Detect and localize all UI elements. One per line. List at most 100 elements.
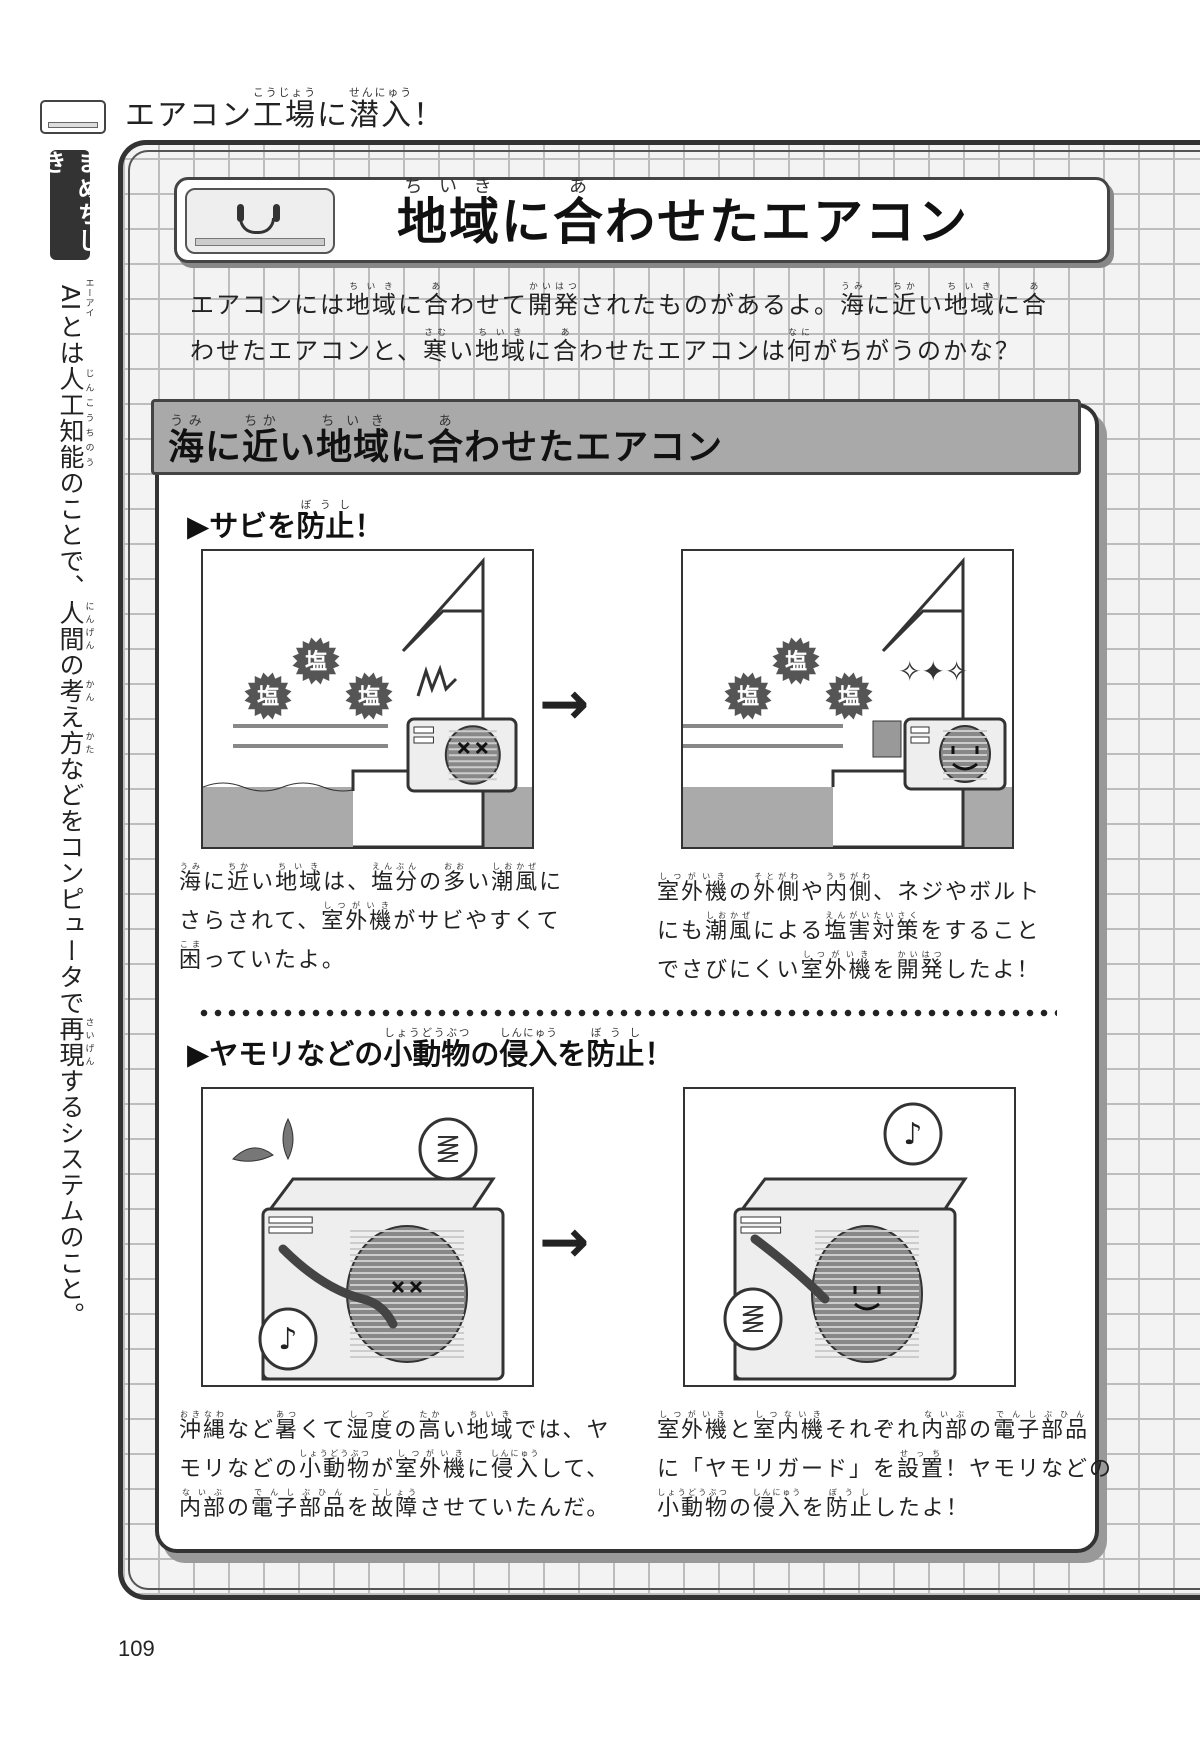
furigana-word: 地域ちいき (475, 328, 528, 365)
furigana-word: 開発かいはつ (896, 950, 945, 983)
caption-line: 海うみに近ちかい地域ちいきは、塩分えんぶんの多おおい潮風しおかぜに (179, 862, 563, 901)
text-segment: を (557, 1037, 587, 1071)
text-segment: わせたエアコン (605, 193, 969, 251)
furigana-word: 開発かいはつ (528, 282, 580, 319)
outdoor-unit (406, 717, 518, 793)
salt-burst: 塩 (244, 672, 292, 720)
text-segment: など (227, 1418, 276, 1443)
text-segment: して、 (539, 1457, 611, 1482)
frame-border (128, 150, 1200, 1590)
caption-line: に「ヤモリガード」を設置せっち！ヤモリなどの (657, 1449, 1113, 1488)
svg-text:塩: 塩 (838, 684, 860, 710)
text-segment: に (205, 427, 243, 468)
furigana-word: 室外機しつがいき (395, 1449, 468, 1482)
flexing-arm-icon (872, 720, 902, 758)
text-segment: されたものがあるよ。 (580, 291, 840, 319)
text-segment: エアコン (125, 98, 253, 133)
furigana-word: 潮風しおかぜ (491, 862, 540, 895)
furigana-word: 合あ (427, 414, 465, 468)
furigana-word: 小動物しょうどうぶつ (657, 1488, 730, 1521)
text-segment: を (801, 1496, 826, 1521)
furigana-word: 合あ (553, 176, 605, 251)
caption-line: モリなどの小動物しょうどうぶつが室外機しつがいきに侵入しんにゅうして、 (179, 1449, 610, 1488)
wind-lines (683, 724, 843, 748)
furigana-word: 侵入しんにゅう (499, 1027, 558, 1071)
speech-bubble: ♪ (258, 1307, 318, 1371)
svg-text:塩: 塩 (358, 684, 380, 710)
caption-line: 小動物しょうどうぶつの侵入しんにゅうを防止ぼうししたよ！ (657, 1488, 1113, 1527)
section-header: 海うみに近ちかい地域ちいきに合あわせたエアコン (151, 399, 1081, 475)
furigana-word: 合あ (553, 328, 580, 365)
illustration-protected-unit: 塩塩塩✧✦✧ (681, 549, 1014, 849)
text-segment: でさびにくい (657, 958, 801, 983)
text-segment: とは (56, 313, 85, 366)
coastal-ac-section: 海うみに近ちかい地域ちいきに合あわせたエアコン ▶サビを防止ぼうし！ 塩塩塩 →… (151, 399, 1111, 1553)
text-segment: に (398, 291, 424, 319)
text-segment: したよ！ (873, 1496, 970, 1521)
text-segment: の (470, 1037, 500, 1071)
smiling-air-conditioner-icon (185, 188, 335, 254)
furigana-word: 内側うちがわ (825, 872, 874, 905)
caption-line: 室外機しつがいきと室内機しつないきそれぞれ内部ないぶの電子部品でんしぶひん (657, 1410, 1113, 1449)
svg-text:塩: 塩 (737, 684, 759, 710)
text-segment: がサビやすくて (393, 909, 561, 934)
salt-burst: 塩 (345, 672, 393, 720)
sparkle-icon: ✧✦✧ (898, 655, 968, 688)
page-number: 109 (118, 1636, 155, 1661)
text-segment: に (203, 870, 228, 895)
caption-line: でさびにくい室外機しつがいきを開発かいはつしたよ！ (657, 950, 1041, 989)
salt-burst: 塩 (292, 637, 340, 685)
text-segment: い (442, 1418, 467, 1443)
furigana-word: 近ちか (892, 282, 918, 319)
furigana-word: 潮風しおかぜ (705, 911, 754, 944)
furigana-word: 多おお (443, 862, 468, 895)
text-segment: わせたエアコン (464, 427, 724, 468)
scene-drawing: 塩塩塩 (202, 557, 532, 849)
salt-burst: 塩 (772, 637, 820, 685)
furigana-word: 再現さいげん (56, 1015, 94, 1068)
furigana-word: 防止ぼうし (296, 499, 355, 543)
text-segment: などをコンピュータで (56, 755, 85, 1016)
caption-after: 室外機しつがいきの外側そとがわや内側うちがわ、ネジやボルト にも潮風しおかぜによ… (657, 872, 1041, 989)
text-segment: に (527, 337, 554, 365)
furigana-word: 小動物しょうどうぶつ (299, 1449, 372, 1482)
furigana-word: AIエーアイ (56, 278, 94, 318)
text-segment: わせて (450, 291, 528, 319)
furigana-word: 地域ちいき (466, 1410, 515, 1443)
topic-heading-gecko: ▶ヤモリなどの小動物しょうどうぶつの侵入しんにゅうを防止ぼうし！ (187, 1027, 673, 1073)
svg-text:塩: 塩 (785, 649, 807, 675)
salt-burst: 塩 (825, 672, 873, 720)
text-segment: に (866, 291, 892, 319)
speech-bubble (418, 1117, 478, 1181)
furigana-word: 困こま (179, 940, 204, 973)
furigana-word: 侵入しんにゅう (490, 1449, 541, 1482)
text-segment: や (801, 880, 826, 905)
furigana-word: 地域ちいき (944, 282, 996, 319)
text-segment: っていたよ。 (203, 948, 346, 973)
text-segment: にも (657, 919, 706, 944)
text-segment: と (729, 1418, 754, 1443)
text-segment: に (996, 291, 1022, 319)
furigana-word: 湿度しつど (346, 1410, 395, 1443)
outdoor-unit (903, 717, 1007, 791)
intro-line: エアコンには地域ちいきに合あわせて開発かいはつされたものがあるよ。海うみに近ちか… (190, 282, 1048, 320)
text-segment: に「ヤモリガード」を (657, 1457, 898, 1482)
text-segment: では、ヤ (514, 1418, 611, 1443)
text-segment: に (467, 1457, 492, 1482)
furigana-word: 海うみ (179, 862, 204, 895)
intro-line: わせたエアコンと、寒さむい地域ちいきに合あわせたエアコンは何なにがちがうのかな？ (190, 328, 1021, 366)
furigana-word: 内部ないぶ (921, 1410, 970, 1443)
text-segment: わせたエアコンと、 (190, 337, 424, 365)
furigana-word: 塩害対策えんがいたいさく (824, 911, 921, 944)
caption-before: 海うみに近ちかい地域ちいきは、塩分えんぶんの多おおい潮風しおかぜに さらされて、… (179, 862, 563, 979)
furigana-word: 地域ちいき (346, 282, 398, 319)
scene-drawing: ♪ (723, 1102, 968, 1381)
arrow-icon: → (539, 1207, 590, 1277)
furigana-word: 沖縄おきなわ (179, 1410, 228, 1443)
text-segment: の (227, 1496, 252, 1521)
gecko-icon (278, 1244, 398, 1329)
text-segment: をすること (920, 919, 1041, 944)
svg-text:♪: ♪ (278, 1322, 297, 1357)
svg-text:塩: 塩 (305, 649, 327, 675)
text-segment: くて (299, 1418, 347, 1443)
